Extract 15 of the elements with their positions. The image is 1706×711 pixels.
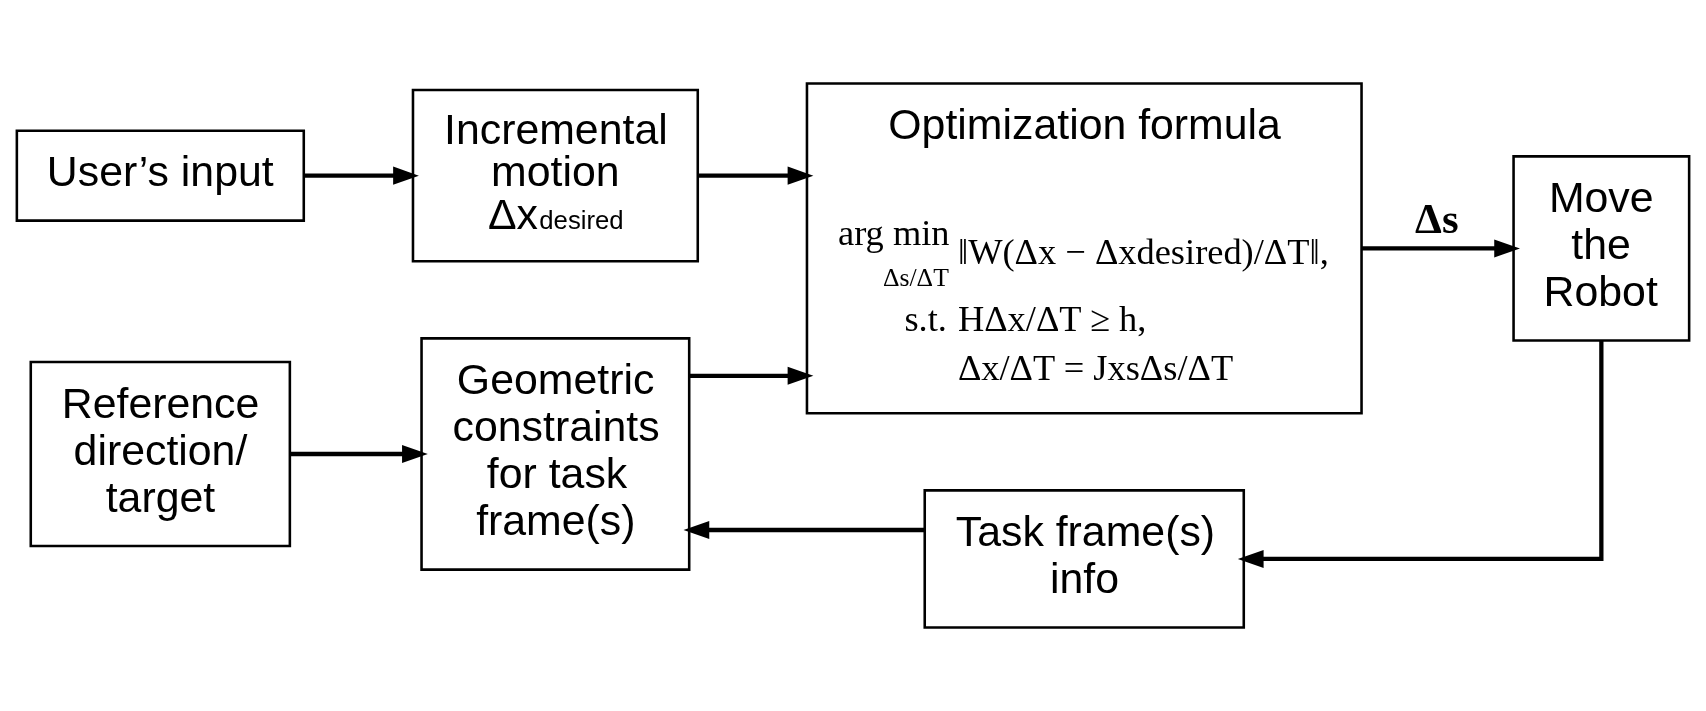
arrow — [689, 366, 814, 385]
node-box: User’s input — [15, 129, 306, 222]
node-box: Incremental motion Δxdesired — [411, 88, 700, 263]
edge-label: Δs — [1415, 195, 1459, 243]
arrow — [1237, 340, 1604, 568]
node-box: Move the Robot — [1512, 155, 1691, 342]
node-box: Reference direction/ target — [29, 360, 292, 548]
node-box: Geometric constraints for task frame(s) — [420, 337, 691, 571]
arrow — [1361, 239, 1520, 258]
arrow — [683, 521, 925, 539]
arrow — [697, 166, 814, 185]
node-box: Optimization formula arg min ‖W(Δx − Δxdesired)/ΔT‖, Δs/ΔT s.t. HΔx/ΔT ≥ h, Δx/ΔT = JxsΔs/ΔT — [805, 82, 1363, 415]
arrow — [290, 445, 428, 463]
arrow — [304, 166, 419, 185]
node-box: Task frame(s) info — [923, 489, 1246, 629]
